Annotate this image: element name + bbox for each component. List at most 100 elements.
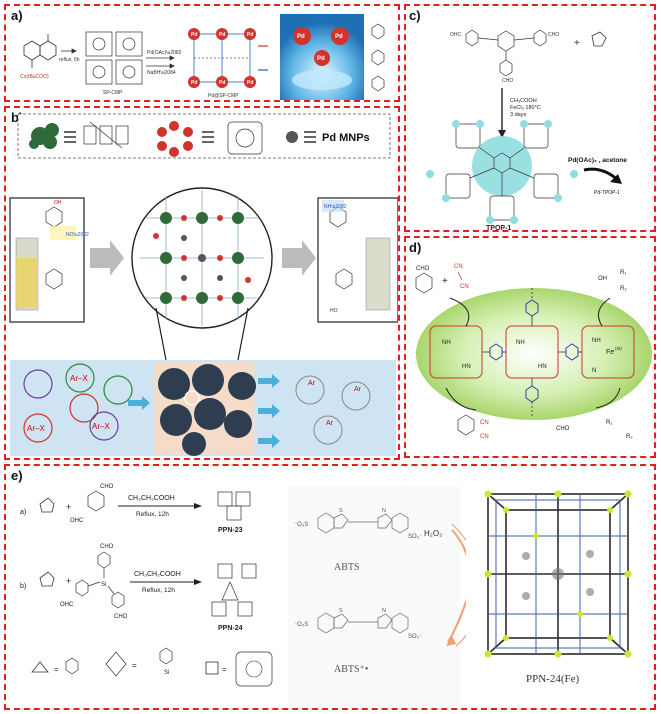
svg-text:=: = (54, 665, 59, 674)
svg-text:HO: HO (330, 308, 338, 314)
svg-text:OHC: OHC (450, 32, 462, 38)
cn-label-3: CN (480, 420, 489, 426)
abts-label: ABTS (334, 562, 360, 573)
row-b-cond: Reflux, 12h (142, 587, 175, 594)
panel-d-scheme: CHO + CN CN NH HN NH HN Fe (III) NH N (415, 264, 652, 440)
panel-a-scheme: Co(tBuCOO) reflux, 6h SP-CMP Pd(OAc)\u20… (20, 14, 385, 100)
row-b-si: Si (101, 582, 106, 588)
svg-text:=: = (222, 665, 227, 674)
panel-e: e) a) + CHO OHC CH₃CH₂COOH Reflux, 12h P… (4, 464, 656, 710)
svg-text:Pd: Pd (335, 34, 343, 40)
n-label-1: N (592, 368, 596, 374)
row-b-reagent: CH₃CH₂COOH (134, 571, 181, 578)
abts-radical-label: ABTS⁺• (334, 664, 368, 675)
cho-label-1: CHO (416, 266, 430, 272)
nh-label-1: NH (442, 340, 451, 346)
row-a-cond: Reflux, 12h (136, 511, 169, 518)
abts-s-2: S (339, 608, 343, 614)
svg-text:CHO: CHO (502, 78, 513, 84)
svg-text:Pd: Pd (219, 32, 225, 38)
panel-a-label: a) (11, 8, 23, 23)
svg-text:Pd: Pd (191, 80, 197, 86)
fe-sup: (III) (615, 346, 622, 351)
pd-sp-cmp-label: Pd@SP-CMP (208, 93, 239, 99)
abts-s-1: S (339, 508, 343, 514)
sp-cmp-label: SP-CMP (103, 90, 123, 96)
ar-label-3: Ar (326, 420, 334, 427)
row-b-cho-2: CHO (114, 614, 128, 620)
cond-1: CH₃COOH (510, 98, 537, 104)
abts-rad-so3-left: ⁻O₃S (294, 622, 308, 628)
abts-so3-right: SO₃⁻ (408, 534, 422, 540)
pd-reagent: Pd(OAc)₂ , acetone (568, 157, 627, 164)
abts-so3-left: ⁻O₃S (294, 522, 308, 528)
panel-c-scheme: OHC CHO CHO + CH₃COOH FeCl₃ 180°C 3 days… (426, 29, 627, 230)
panel-a: a) Co(tBuCOO) reflux, 6h SP-CMP Pd(OAc)\… (4, 4, 400, 102)
pd-mnps-label: Pd MNPs (322, 132, 370, 144)
svg-text:reflux, 6h: reflux, 6h (59, 57, 80, 63)
nh-label-3: NH (592, 338, 601, 344)
panel-b: b) Pd MNPs OH NO (4, 106, 400, 460)
svg-text:OH: OH (54, 200, 62, 206)
svg-text:Pd: Pd (191, 32, 197, 38)
cond-2: FeCl₃ 180°C (510, 105, 541, 111)
panel-c-label: c) (409, 8, 421, 23)
panel-b-scheme: Pd MNPs OH NO\u2082 (9, 113, 398, 456)
svg-text:CHO: CHO (548, 32, 559, 38)
panel-d-label: d) (409, 240, 422, 255)
r2-label-1: R₂ (620, 286, 627, 292)
svg-text:NH\u2082: NH\u2082 (324, 204, 347, 210)
svg-text:Pd: Pd (317, 56, 325, 62)
row-a-tag: a) (20, 509, 26, 516)
r1-label-1: R₁ (620, 270, 626, 276)
row-b-ohc: OHC (60, 602, 74, 608)
cn-label-4: CN (480, 434, 489, 440)
ar-label-2: Ar (354, 386, 362, 393)
ppn-24-fe-label: PPN-24(Fe) (526, 673, 580, 685)
panel-e-label: e) (11, 468, 23, 483)
ar-x-label-2: Ar–X (27, 424, 45, 433)
svg-text:NaBH\u2084: NaBH\u2084 (147, 70, 176, 76)
svg-text:Pd: Pd (219, 80, 225, 86)
h2o2-label: H₂O₂ (424, 529, 442, 538)
svg-text:OH: OH (598, 276, 607, 282)
row-a-ohc: OHC (70, 518, 84, 524)
svg-text:+: + (574, 38, 580, 49)
svg-text:Pd(OAc)\u2082: Pd(OAc)\u2082 (147, 50, 182, 56)
svg-text:Pd: Pd (247, 32, 253, 38)
nh-label-2: NH (516, 340, 525, 346)
ppn-24-label: PPN-24 (218, 625, 243, 632)
panel-d: d) CHO + CN CN (404, 236, 656, 458)
row-a-cho: CHO (100, 484, 114, 490)
svg-text:+: + (66, 502, 71, 512)
row-a-reagent: CH₃CH₂COOH (128, 495, 175, 502)
svg-text:=: = (132, 661, 137, 670)
svg-text:+: + (442, 276, 448, 287)
abts-rad-so3-right: SO₃⁻ (408, 634, 422, 640)
abts-n-2: N (382, 608, 386, 614)
panel-e-scheme: a) + CHO OHC CH₃CH₂COOH Reflux, 12h PPN-… (20, 478, 652, 708)
panel-c: c) OHC CHO CHO + CH₃COOH FeCl₃ 180°C 3 d… (404, 4, 656, 232)
svg-text:Co(tBuCOO): Co(tBuCOO) (20, 74, 49, 80)
abts-n-1: N (382, 508, 386, 514)
cho-label-2: CHO (556, 426, 570, 432)
pd-tpop-label: Pd-TPOP-1 (594, 190, 620, 196)
cn-label-1: CN (454, 264, 463, 270)
row-b-tag: b) (20, 583, 26, 590)
ar-label-1: Ar (308, 380, 316, 387)
ar-x-label-1: Ar–X (70, 374, 88, 383)
svg-text:NO\u2082: NO\u2082 (66, 232, 89, 238)
legend-si: Si (164, 670, 169, 676)
cond-3: 3 days (510, 112, 526, 118)
r2-label-2: R₂ (626, 434, 633, 440)
row-b-cho-1: CHO (100, 544, 114, 550)
ppn-23-label: PPN-23 (218, 527, 243, 534)
fe-label: Fe (606, 349, 614, 356)
cn-label-2: CN (460, 284, 469, 290)
hn-label-1: HN (462, 364, 471, 370)
svg-text:+: + (66, 576, 71, 586)
svg-text:Pd: Pd (247, 80, 253, 86)
r1-label-2: R₁ (606, 420, 612, 426)
svg-text:Pd: Pd (297, 34, 305, 40)
ar-x-label-3: Ar–X (92, 422, 110, 431)
